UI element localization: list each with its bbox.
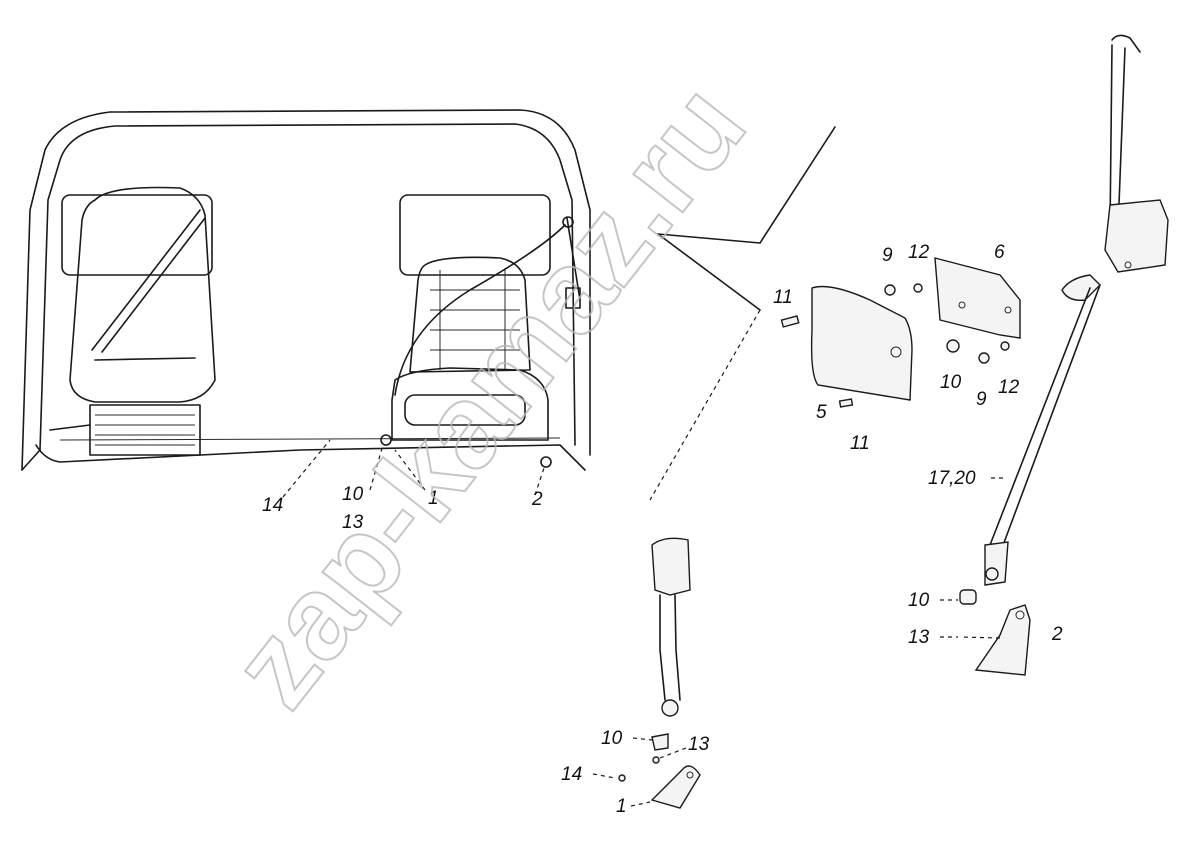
buckle-label-14: 14 xyxy=(561,764,582,785)
part-leaders xyxy=(592,477,1003,807)
buckle-label-1: 1 xyxy=(616,796,627,817)
bracket-label-11b: 11 xyxy=(850,433,870,454)
bracket-label-9a: 9 xyxy=(882,245,893,266)
belt-label-13: 13 xyxy=(908,627,930,648)
bracket-label-12b: 12 xyxy=(998,377,1020,398)
cab-leaders xyxy=(282,439,546,498)
bracket-label-9b: 9 xyxy=(976,389,987,410)
cut-guideline xyxy=(649,126,836,501)
cab-label-13: 13 xyxy=(342,512,364,533)
bracket-cover-5 xyxy=(780,285,913,408)
mounting-plate-6 xyxy=(884,257,1021,364)
belt-label-10: 10 xyxy=(908,590,930,611)
bracket-label-6: 6 xyxy=(994,242,1005,263)
buckle-label-13: 13 xyxy=(688,734,710,755)
watermark: zap-kamaz.ru xyxy=(206,61,770,731)
belt-label-1720: 17,20 xyxy=(928,468,976,489)
seat-belt-retractor xyxy=(984,34,1169,586)
cab-outline xyxy=(21,109,591,471)
passenger-seat xyxy=(380,194,581,468)
belt-anchor-2 xyxy=(959,589,1031,676)
bracket-label-5: 5 xyxy=(816,402,827,423)
seat-belt-buckle xyxy=(618,537,701,809)
buckle-label-10: 10 xyxy=(601,728,623,749)
cab-label-2: 2 xyxy=(531,489,543,510)
bracket-label-10: 10 xyxy=(940,372,962,393)
belt-label-2: 2 xyxy=(1051,624,1063,645)
bracket-label-11a: 11 xyxy=(773,287,793,308)
bracket-label-12a: 12 xyxy=(908,242,930,263)
cab-label-14: 14 xyxy=(262,495,283,516)
driver-seat xyxy=(61,186,216,456)
cab-label-1: 1 xyxy=(428,488,439,509)
cab-label-10: 10 xyxy=(342,484,364,505)
